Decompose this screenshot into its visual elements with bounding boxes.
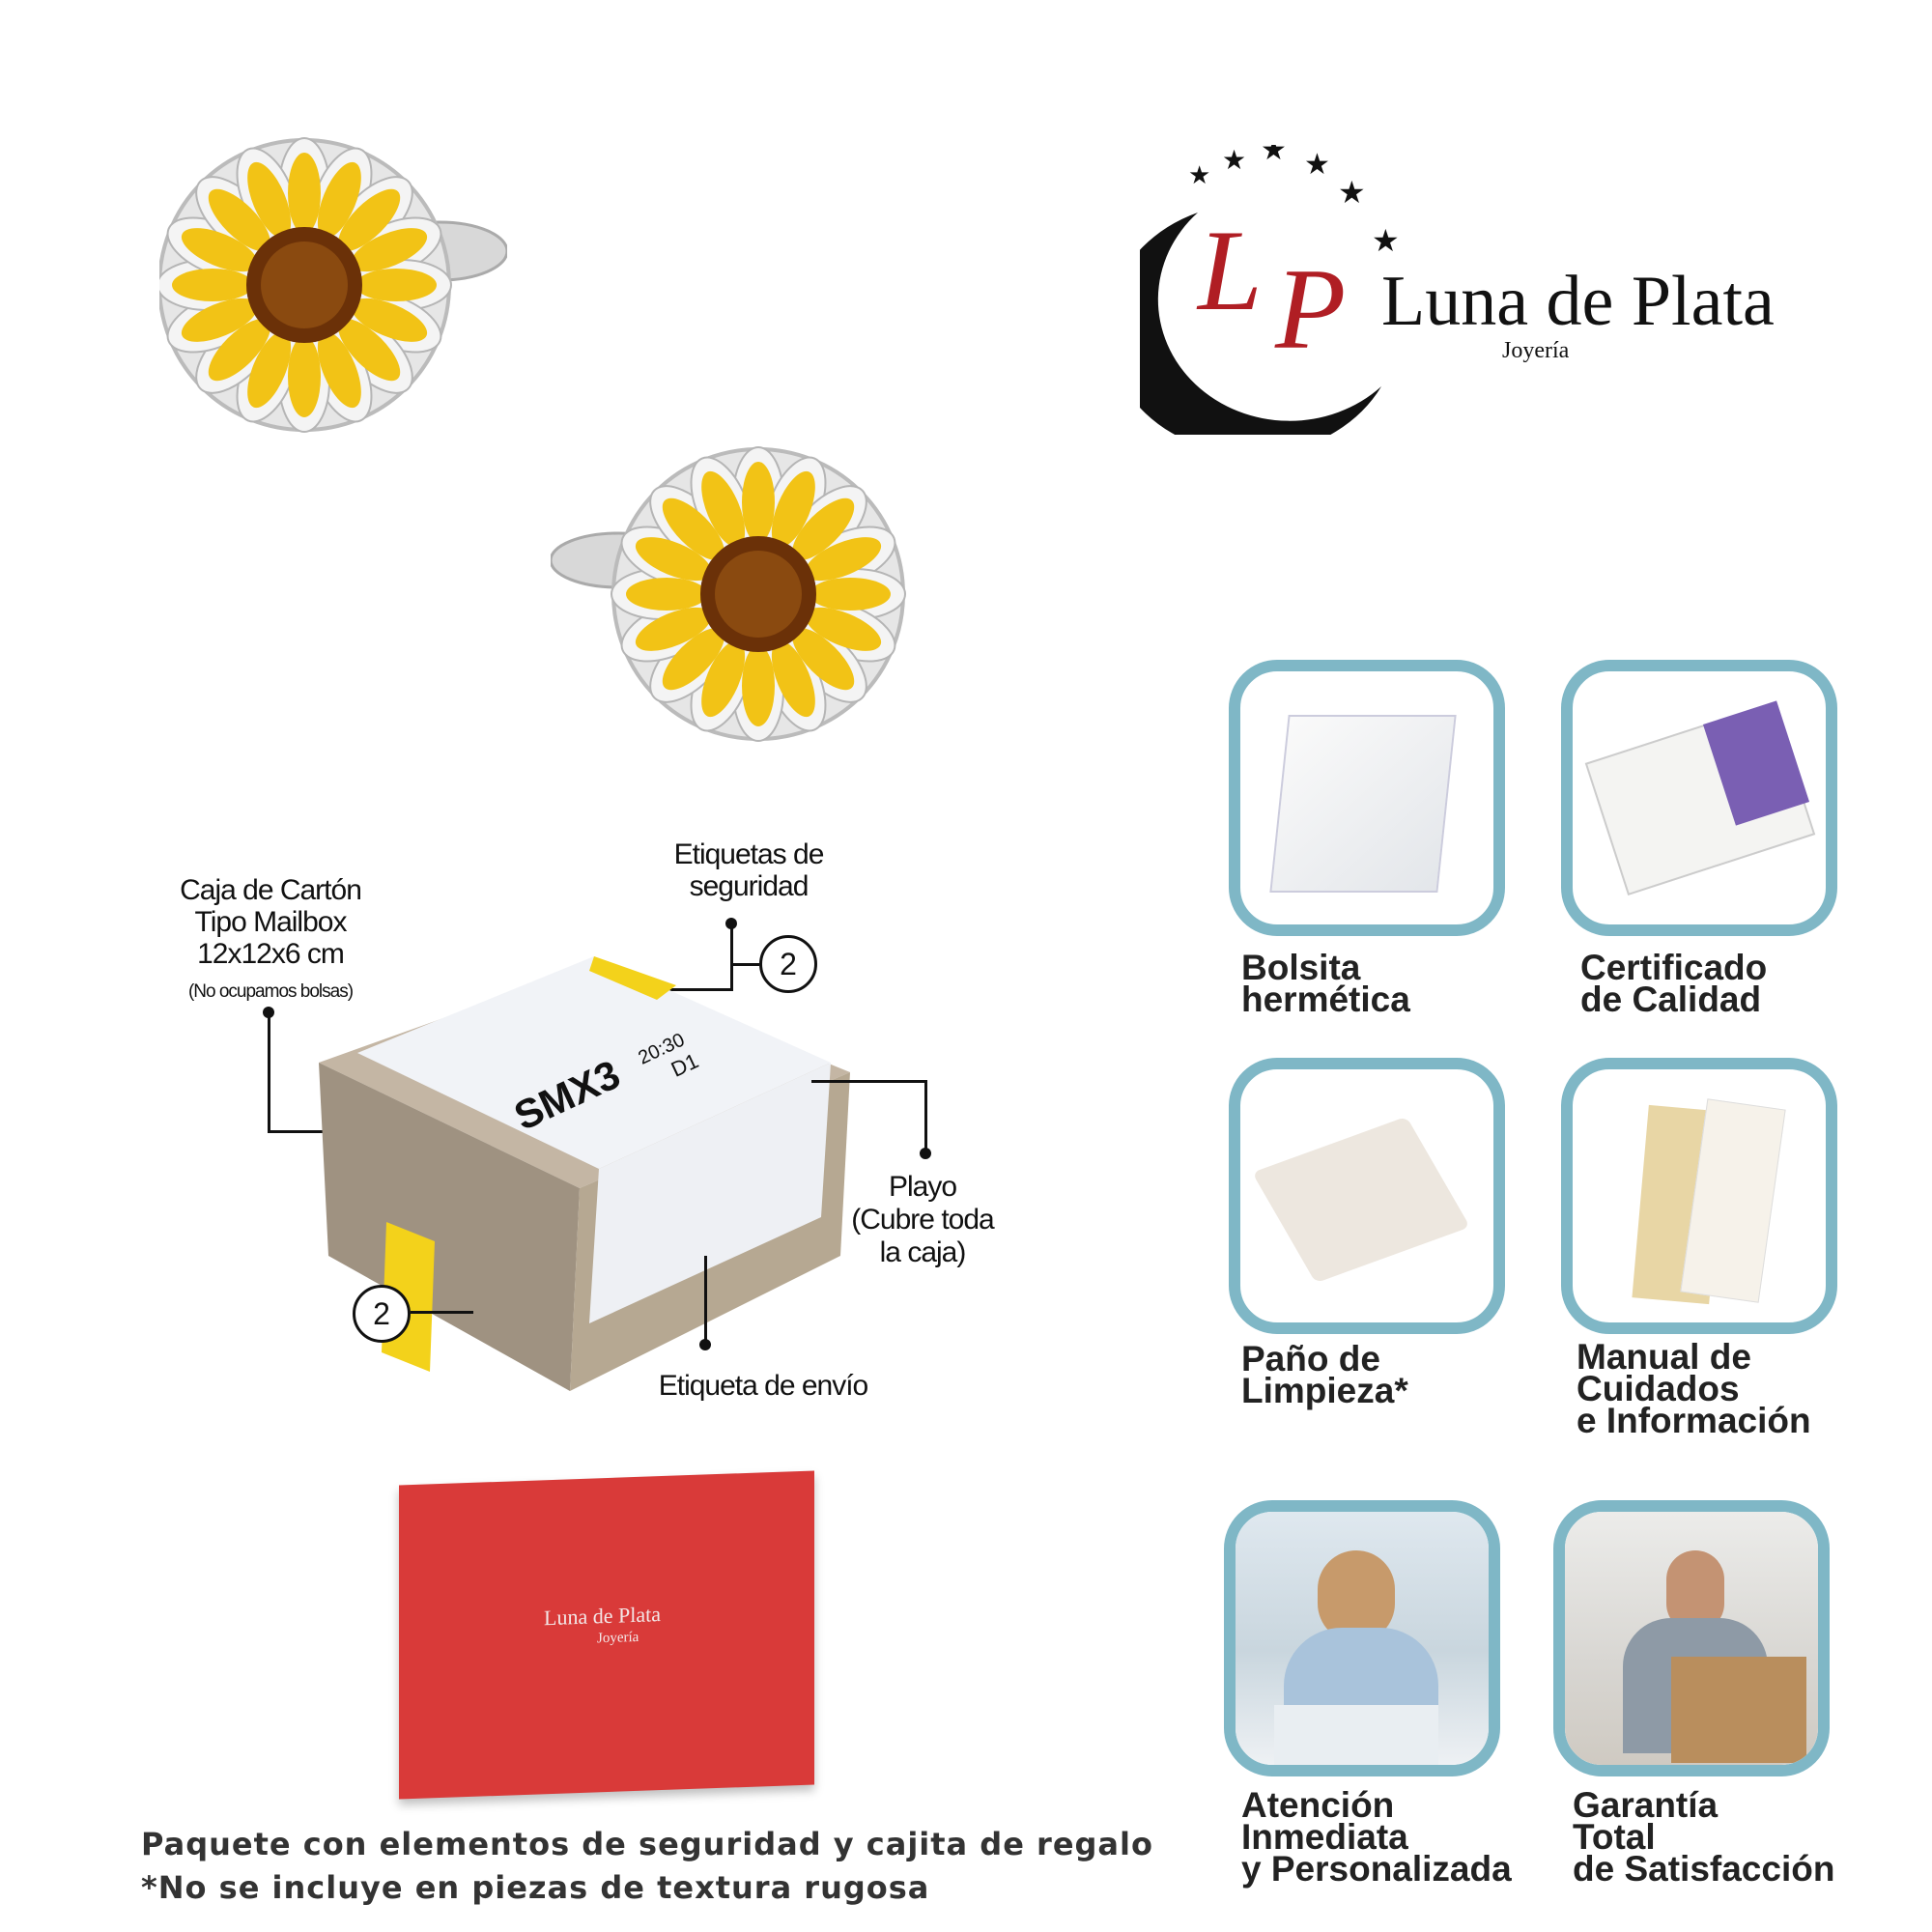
tile-garantia bbox=[1553, 1500, 1830, 1776]
side-count-badge: 2 bbox=[353, 1285, 411, 1343]
shipping-label: Etiqueta de envío bbox=[658, 1370, 869, 1402]
satisfaction-icon bbox=[1565, 1512, 1818, 1765]
logo-brand-text: Luna de Plata bbox=[1381, 262, 1775, 341]
logo-sub-text: Joyería bbox=[1502, 338, 1570, 363]
svg-text:★: ★ bbox=[1261, 145, 1287, 166]
footer-line2: *No se incluye en piezas de textura rugo… bbox=[141, 1869, 930, 1906]
svg-text:★: ★ bbox=[1304, 149, 1330, 181]
tile-label-bolsita: Bolsita hermética bbox=[1241, 948, 1410, 1019]
security-labels-label: Etiquetas de seguridad bbox=[673, 838, 825, 902]
tile-pano bbox=[1229, 1058, 1505, 1334]
svg-text:★: ★ bbox=[1372, 223, 1400, 258]
tile-bolsita bbox=[1229, 660, 1505, 936]
bag-icon bbox=[1269, 715, 1457, 893]
tile-label-atencion: Atención Inmediata y Personalizada bbox=[1241, 1785, 1512, 1889]
gift-brand-text: Luna de Plata bbox=[544, 1602, 661, 1631]
tile-label-garantia: Garantía Total de Satisfacción bbox=[1573, 1785, 1835, 1889]
tile-atencion bbox=[1224, 1500, 1500, 1776]
gift-sub-text: Joyería bbox=[597, 1629, 639, 1647]
gift-box: Luna de Plata Joyería bbox=[399, 1470, 814, 1800]
brand-logo: ★ ★ ★ ★ ★ ★ L P Luna de Plata Joyería bbox=[1140, 145, 1855, 435]
svg-text:★: ★ bbox=[1338, 175, 1366, 210]
support-icon bbox=[1236, 1512, 1489, 1765]
svg-text:L: L bbox=[1196, 206, 1263, 334]
tile-label-pano: Paño de Limpieza* bbox=[1241, 1339, 1408, 1410]
box-note: (No ocupamos bolsas) bbox=[187, 981, 354, 1002]
sunflower-earring-right bbox=[551, 446, 906, 742]
svg-text:P: P bbox=[1274, 244, 1346, 373]
security-count-badge: 2 bbox=[759, 935, 817, 993]
sunflower-earring-left bbox=[159, 137, 507, 433]
footer-line1: Paquete con elementos de seguridad y caj… bbox=[141, 1826, 1153, 1862]
cloth-icon bbox=[1252, 1116, 1470, 1284]
mailbox-package bbox=[319, 956, 850, 1391]
tile-manual bbox=[1561, 1058, 1837, 1334]
tile-certificado bbox=[1561, 660, 1837, 936]
tile-label-manual: Manual de Cuidados e Información bbox=[1577, 1337, 1811, 1440]
svg-text:★: ★ bbox=[1188, 160, 1210, 189]
tile-label-certificado: Certificado de Calidad bbox=[1580, 948, 1768, 1019]
box-label: Caja de Cartón Tipo Mailbox 12x12x6 cm bbox=[180, 874, 362, 970]
wrap-label: Playo (Cubre toda la caja) bbox=[851, 1171, 994, 1268]
svg-text:★: ★ bbox=[1222, 145, 1246, 175]
